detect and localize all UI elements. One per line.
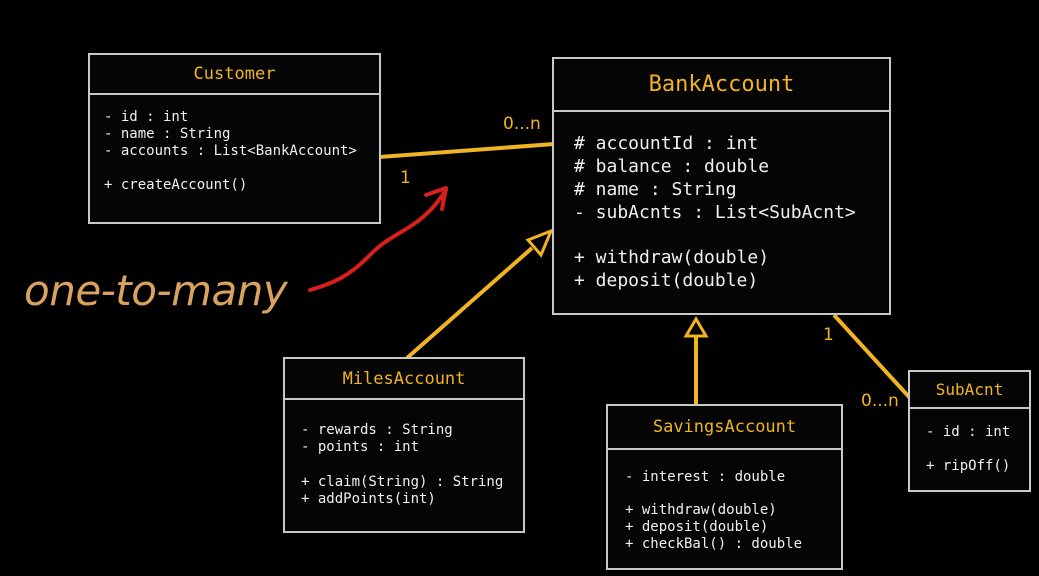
multiplicity-bank-sub-many: 0...n bbox=[861, 391, 899, 411]
class-savingsaccount-title: SavingsAccount bbox=[608, 406, 841, 450]
bankaccount-method-deposit: + deposit(double) bbox=[574, 270, 759, 291]
class-customer: Customer - id : int - name : String - ac… bbox=[88, 53, 381, 224]
class-milesaccount: MilesAccount - rewards : String - points… bbox=[283, 357, 525, 533]
savingsaccount-method-checkbal: + checkBal() : double bbox=[625, 536, 803, 552]
customer-attribute-id: - id : int bbox=[104, 109, 189, 125]
annotation-arrow bbox=[308, 188, 448, 292]
subacnt-method-ripoff: + ripOff() bbox=[926, 458, 1011, 474]
multiplicity-bank-sub-one: 1 bbox=[823, 325, 834, 345]
association-customer-bankaccount bbox=[379, 142, 555, 159]
inheritance-arrowhead-milesaccount bbox=[525, 228, 554, 258]
customer-attribute-name: - name : String bbox=[104, 126, 231, 142]
generalization-milesaccount-bankaccount bbox=[405, 246, 534, 360]
bankaccount-method-withdraw: + withdraw(double) bbox=[574, 247, 770, 268]
inheritance-arrowhead-savingsaccount bbox=[683, 316, 709, 338]
bankaccount-attribute-balance: # balance : double bbox=[574, 156, 770, 177]
class-bankaccount: BankAccount # accountId : int # balance … bbox=[552, 57, 891, 315]
association-bankaccount-subacnt bbox=[832, 313, 912, 400]
bankaccount-attribute-name: # name : String bbox=[574, 179, 737, 200]
annotation-arrowhead bbox=[424, 186, 448, 211]
customer-attribute-accounts: - accounts : List<BankAccount> bbox=[104, 143, 357, 159]
savingsaccount-attribute-interest: - interest : double bbox=[625, 469, 786, 485]
milesaccount-attribute-points: - points : int bbox=[301, 439, 420, 455]
class-bankaccount-title: BankAccount bbox=[554, 59, 889, 112]
class-customer-title: Customer bbox=[90, 55, 379, 95]
milesaccount-attribute-rewards: - rewards : String bbox=[301, 422, 453, 438]
class-savingsaccount: SavingsAccount - interest : double + wit… bbox=[606, 404, 843, 570]
bankaccount-attribute-accountid: # accountId : int bbox=[574, 133, 759, 154]
multiplicity-customer-bank-one: 1 bbox=[400, 168, 411, 188]
milesaccount-method-claim: + claim(String) : String bbox=[301, 474, 504, 490]
milesaccount-method-addpoints: + addPoints(int) bbox=[301, 491, 436, 507]
subacnt-attribute-id: - id : int bbox=[926, 424, 1011, 440]
savingsaccount-method-deposit: + deposit(double) bbox=[625, 519, 769, 535]
class-subacnt-title: SubAcnt bbox=[910, 372, 1029, 409]
multiplicity-customer-bank-many: 0...n bbox=[503, 114, 541, 134]
class-subacnt: SubAcnt - id : int + ripOff() bbox=[908, 370, 1031, 492]
customer-method-createaccount: + createAccount() bbox=[104, 177, 248, 193]
annotation-one-to-many: one-to-many bbox=[24, 266, 288, 315]
savingsaccount-method-withdraw: + withdraw(double) bbox=[625, 502, 777, 518]
class-milesaccount-title: MilesAccount bbox=[285, 359, 523, 400]
bankaccount-attribute-subacnts: - subAcnts : List<SubAcnt> bbox=[574, 202, 856, 223]
